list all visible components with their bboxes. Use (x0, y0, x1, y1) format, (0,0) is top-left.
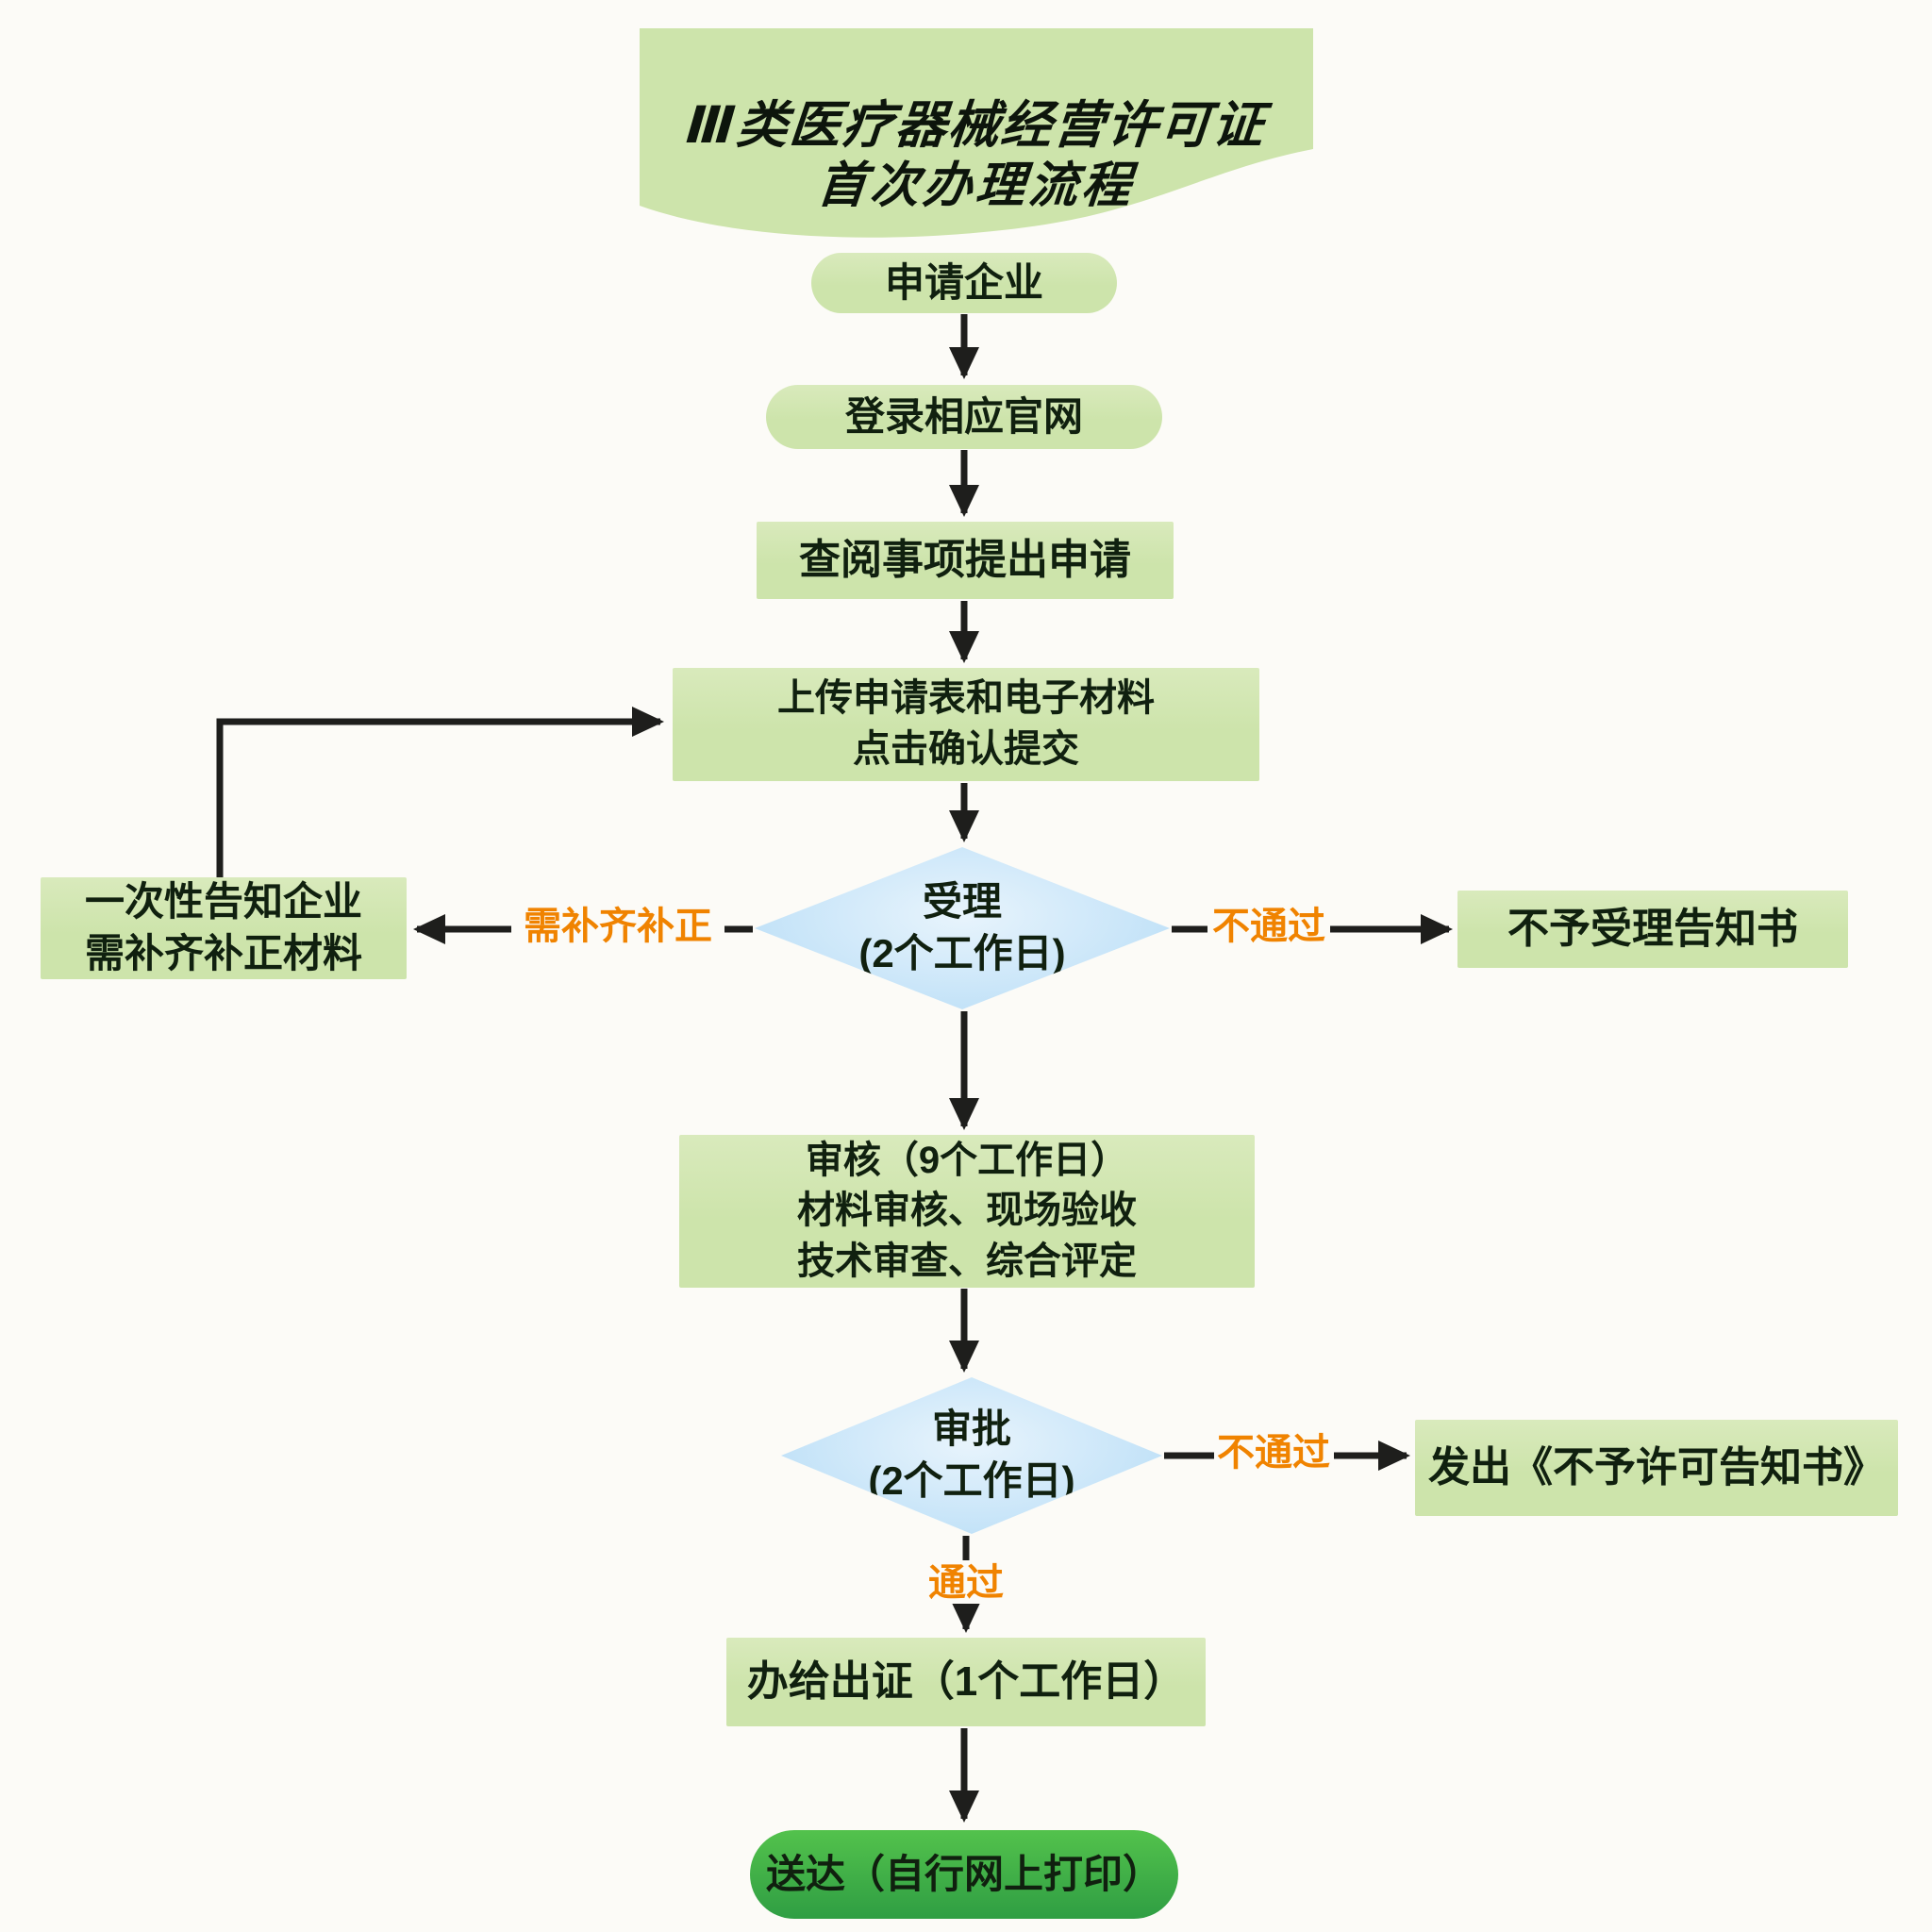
node-review-items-label: 查阅事项提出申请 (799, 537, 1131, 584)
node-review-items: 查阅事项提出申请 (757, 522, 1174, 599)
node-approval-line1: 审批 (931, 1407, 1011, 1452)
node-deny-notice-label: 发出《不予许可告知书》 (1428, 1444, 1885, 1491)
node-upload-line2: 点击确认提交 (853, 728, 1079, 770)
edge-label-acceptance-fail: 不通过 (1209, 906, 1328, 947)
node-upload: 上传申请表和电子材料 点击确认提交 (673, 668, 1259, 781)
node-delivery: 送达（自行网上打印） (750, 1830, 1178, 1919)
node-audit-line2: 材料审核、现场验收 (797, 1190, 1137, 1232)
title-banner: Ⅲ类医疗器械经营许可证 首次办理流程 (640, 26, 1313, 262)
node-delivery-label: 送达（自行网上打印） (765, 1851, 1162, 1896)
node-issue-cert: 办给出证（1个工作日） (726, 1638, 1206, 1726)
node-audit-line3: 技术审查、综合评定 (797, 1240, 1137, 1282)
node-notify-supplement-line1: 一次性告知企业 (84, 879, 362, 924)
node-approval-line2: (2个工作日) (868, 1458, 1075, 1503)
edge-label-approval-fail: 不通过 (1214, 1432, 1333, 1474)
node-notify-supplement-line2: 需补齐补正材料 (84, 931, 362, 975)
node-acceptance-line1: 受理 (922, 879, 1002, 924)
node-rejection-notice-label: 不予受理告知书 (1507, 906, 1798, 953)
edge-label-approval-pass: 通过 (919, 1562, 1013, 1604)
node-rejection-notice: 不予受理告知书 (1457, 891, 1848, 968)
node-login-label: 登录相应官网 (844, 393, 1083, 439)
node-issue-cert-label: 办给出证（1个工作日） (746, 1658, 1186, 1706)
title-line2: 首次办理流程 (814, 158, 1138, 213)
banner-wave-shape (640, 28, 1313, 238)
arrow-notify-upload-loop (216, 707, 664, 879)
node-applicant: 申请企业 (811, 253, 1117, 313)
node-applicant-label: 申请企业 (884, 259, 1043, 305)
node-login: 登录相应官网 (766, 385, 1162, 449)
node-audit: 审核（9个工作日） 材料审核、现场验收 技术审查、综合评定 (679, 1135, 1255, 1288)
node-audit-line1: 审核（9个工作日） (805, 1139, 1129, 1181)
node-notify-supplement: 一次性告知企业 需补齐补正材料 (41, 877, 407, 979)
edge-label-supplement: 需补齐补正 (511, 906, 724, 947)
node-upload-line1: 上传申请表和电子材料 (777, 677, 1155, 720)
node-acceptance-line2: (2个工作日) (858, 931, 1066, 975)
node-deny-notice: 发出《不予许可告知书》 (1415, 1420, 1898, 1516)
